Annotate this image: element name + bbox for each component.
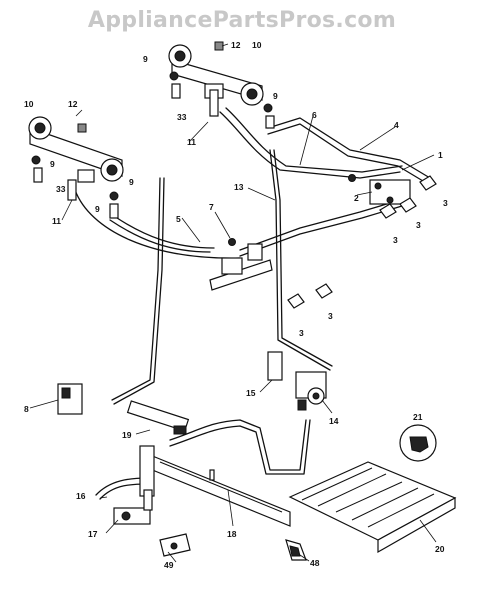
callout-3: 3 <box>443 198 448 208</box>
callout-6: 6 <box>312 110 317 120</box>
callout-3: 3 <box>328 311 333 321</box>
part-21-nut-detail <box>399 424 437 462</box>
callout-20: 20 <box>435 544 445 554</box>
callout-33: 33 <box>56 184 66 194</box>
oven-valve <box>267 351 327 411</box>
callout-9: 9 <box>129 177 134 187</box>
callout-16: 16 <box>76 491 86 501</box>
callout-labels: 1 2 3 3 3 3 3 4 5 6 7 8 9 9 9 9 9 10 10 … <box>24 40 448 570</box>
rear-burner-assembly <box>168 41 264 106</box>
callout-12: 12 <box>231 40 241 50</box>
callout-11: 11 <box>52 216 61 226</box>
watermark: AppliancePartsPros.com <box>87 8 397 33</box>
callout-9: 9 <box>95 204 100 214</box>
callout-3: 3 <box>393 235 398 245</box>
callout-8: 8 <box>24 404 29 414</box>
callout-2: 2 <box>354 193 359 203</box>
callout-17: 17 <box>88 529 98 539</box>
callout-49: 49 <box>164 560 174 570</box>
orifice-fittings <box>31 71 356 246</box>
callout-12: 12 <box>68 99 78 109</box>
callout-19: 19 <box>122 430 132 440</box>
callout-4: 4 <box>394 120 399 130</box>
callout-10: 10 <box>24 99 34 109</box>
gas-tubing <box>74 107 431 500</box>
part-48-clip <box>285 539 307 561</box>
callout-7: 7 <box>209 202 214 212</box>
callout-3: 3 <box>416 220 421 230</box>
callout-18: 18 <box>227 529 237 539</box>
callout-13: 13 <box>234 182 244 192</box>
part-17-bracket <box>113 489 153 525</box>
callout-3: 3 <box>299 328 304 338</box>
part-8-ignition-module <box>57 383 83 415</box>
callout-33: 33 <box>177 112 187 122</box>
callout-5: 5 <box>176 214 181 224</box>
callout-14: 14 <box>329 416 339 426</box>
part-20-flame-spreader <box>288 461 457 554</box>
callout-9: 9 <box>273 91 278 101</box>
callout-15: 15 <box>246 388 256 398</box>
callout-1: 1 <box>438 150 443 160</box>
callout-48: 48 <box>310 558 320 568</box>
oven-burner <box>139 445 291 527</box>
center-manifold <box>209 243 333 309</box>
part-49-block <box>159 533 191 557</box>
callout-9: 9 <box>50 159 55 169</box>
front-burner-assembly <box>28 116 124 183</box>
callout-10: 10 <box>252 40 262 50</box>
callout-9: 9 <box>143 54 148 64</box>
valve-manifold <box>369 175 437 219</box>
callout-21: 21 <box>413 412 423 422</box>
callout-11: 11 <box>187 137 196 147</box>
leader-lines <box>29 43 437 563</box>
part-19-igniter <box>126 400 190 435</box>
